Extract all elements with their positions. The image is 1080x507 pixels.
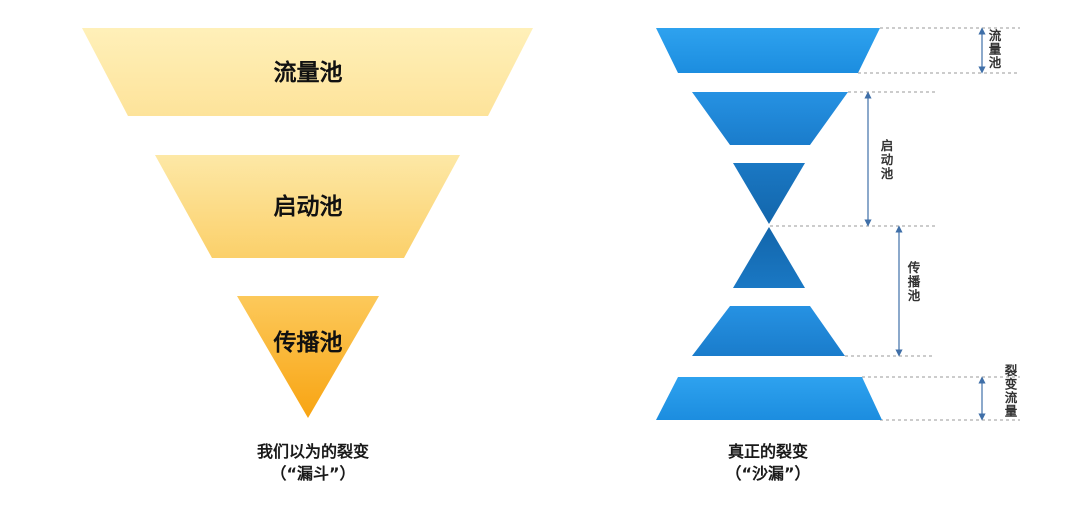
funnel-caption-line2: （“漏斗”） <box>270 464 355 483</box>
funnel-caption-line1: 我们以为的裂变 <box>257 442 369 461</box>
funnel-stage-traffic <box>82 28 533 116</box>
hourglass-upper-trapezoid <box>692 92 848 145</box>
hourglass-label-spread: 传播池 <box>907 260 921 303</box>
funnel-stage-traffic-label: 流量池 <box>274 59 343 86</box>
hourglass-label-traffic: 流量池 <box>989 28 1002 70</box>
hourglass-top-trapezoid <box>656 28 880 73</box>
funnel-stage-launch <box>155 155 460 258</box>
funnel-stage-spread <box>237 296 379 418</box>
hourglass-lower-trapezoid <box>692 306 845 356</box>
funnel-stage-spread-label: 传播池 <box>273 330 343 356</box>
hourglass-lower-triangle <box>733 227 805 288</box>
hourglass-caption-line1: 真正的裂变 <box>728 442 808 461</box>
hourglass-bottom-trapezoid <box>656 377 882 420</box>
hourglass-caption-line2: （“沙漏”） <box>725 464 810 483</box>
hourglass-label-launch: 启动池 <box>881 138 894 181</box>
funnel-diagram: 流量池 启动池 传播池 我们以为的裂变 （“漏斗”） <box>82 28 533 483</box>
hourglass-upper-triangle <box>733 163 805 224</box>
hourglass-label-fission: 裂变流量 <box>1004 363 1018 419</box>
funnel-stage-launch-label: 启动池 <box>274 193 343 220</box>
hourglass-diagram: 流量池 启动池 传播池 裂变流量 真正的裂变 （“沙漏”） <box>656 27 1020 483</box>
